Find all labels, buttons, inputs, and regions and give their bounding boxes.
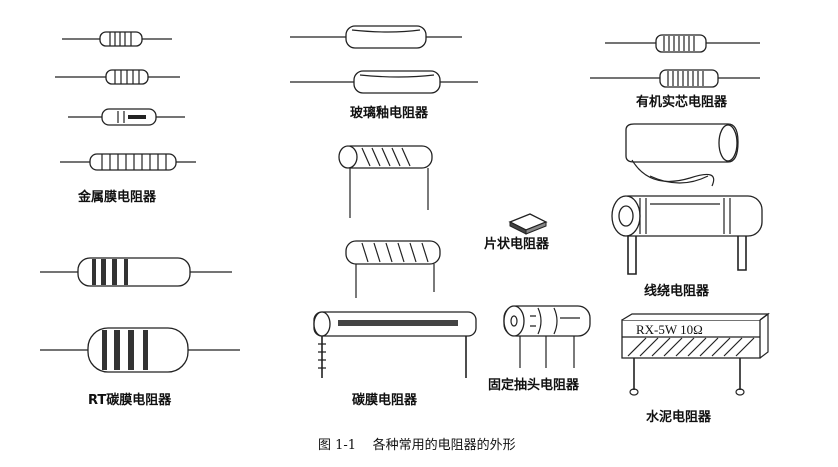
rt-carbon-film-resistor-1 — [40, 257, 232, 287]
label-carbon-film: 碳膜电阻器 — [352, 393, 418, 408]
rt-carbon-film-resistor-2 — [40, 327, 240, 373]
figure-caption: 图 1-1 各种常用的电阻器的外形 — [318, 434, 516, 453]
label-fixed-tap: 固定抽头电阻器 — [488, 378, 580, 393]
metal-film-resistor-2 — [55, 69, 180, 85]
label-chip: 片状电阻器 — [484, 237, 550, 252]
glass-glaze-resistor-1 — [290, 25, 462, 49]
cement-resistor-marking: RX-5W 10Ω — [636, 322, 703, 337]
carbon-film-resistor-3 — [313, 311, 477, 378]
figure-title: 各种常用的电阻器的外形 — [372, 438, 516, 453]
label-cement: 水泥电阻器 — [646, 410, 712, 425]
fixed-tap-resistor — [503, 305, 591, 368]
wirewound-resistor-2 — [611, 195, 763, 275]
glass-glaze-resistor-2 — [290, 70, 478, 94]
metal-film-resistor-4 — [60, 153, 196, 171]
label-organic-solid: 有机实芯电阻器 — [636, 95, 728, 110]
organic-solid-resistor-1 — [605, 34, 760, 53]
metal-film-resistor-1 — [62, 31, 172, 47]
label-glass-glaze: 玻璃釉电阻器 — [350, 106, 429, 121]
organic-solid-resistor-2 — [590, 69, 760, 88]
figure-number: 图 1-1 — [318, 438, 357, 453]
cement-resistor: RX-5W 10Ω — [621, 312, 770, 396]
label-wirewound: 线绕电阻器 — [644, 284, 710, 299]
metal-film-resistor-3 — [68, 108, 185, 126]
label-metal-film: 金属膜电阻器 — [78, 190, 157, 205]
label-rt-carbon-film: RT碳膜电阻器 — [88, 393, 172, 408]
carbon-film-resistor-2 — [345, 240, 441, 298]
carbon-film-resistor-1 — [338, 145, 433, 218]
wirewound-resistor-1 — [625, 123, 739, 187]
chip-resistor — [508, 213, 548, 235]
